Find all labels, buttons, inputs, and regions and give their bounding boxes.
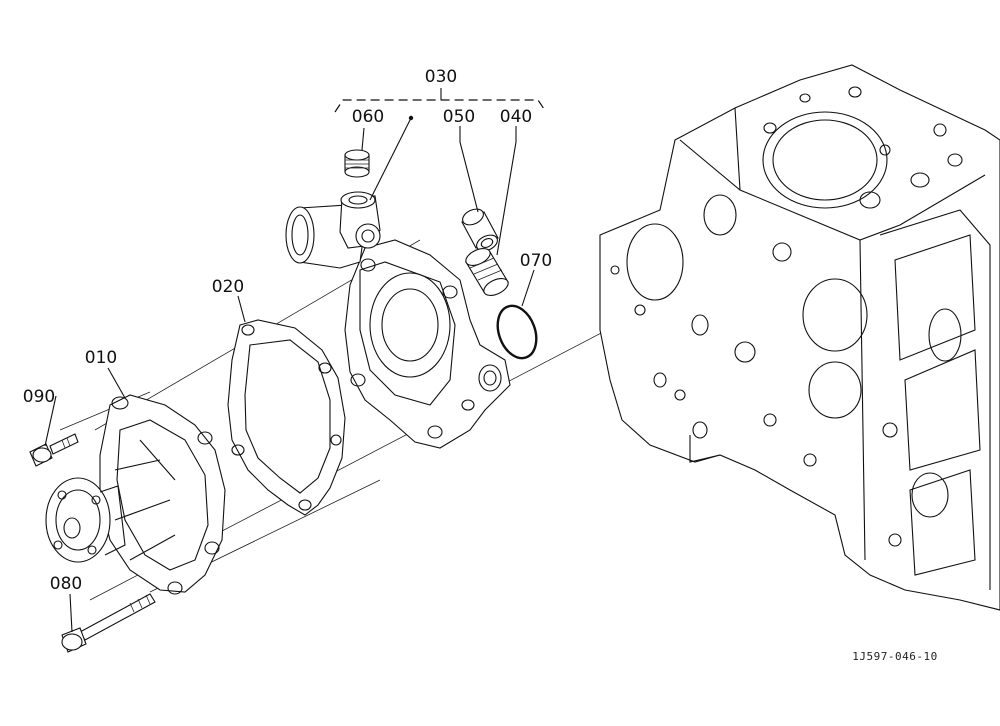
callout-070: 070 [520,251,552,271]
drawing-reference-code: 1J597-046-10 [852,650,937,663]
group-bracket-030 [334,88,547,113]
bolt-090 [29,433,79,467]
engine-block [599,64,1000,611]
bolt-080 [61,593,156,653]
callout-030: 030 [425,67,457,87]
leader-lines [44,115,535,633]
plug-060 [344,149,370,178]
pump-housing [285,191,511,449]
water-pump-010 [45,394,226,595]
callout-010: 010 [85,348,117,368]
pipe-050 [461,208,499,252]
fitting-040 [465,248,509,296]
callout-080: 080 [50,574,82,594]
callout-090: 090 [23,387,55,407]
callout-050: 050 [443,107,475,127]
o-ring-070 [496,304,538,360]
callout-040: 040 [500,107,532,127]
callout-020: 020 [212,277,244,297]
gasket-020 [227,319,346,516]
callout-labels: 030 060 050 040 070 020 010 090 080 [23,67,552,594]
callout-060: 060 [352,107,384,127]
